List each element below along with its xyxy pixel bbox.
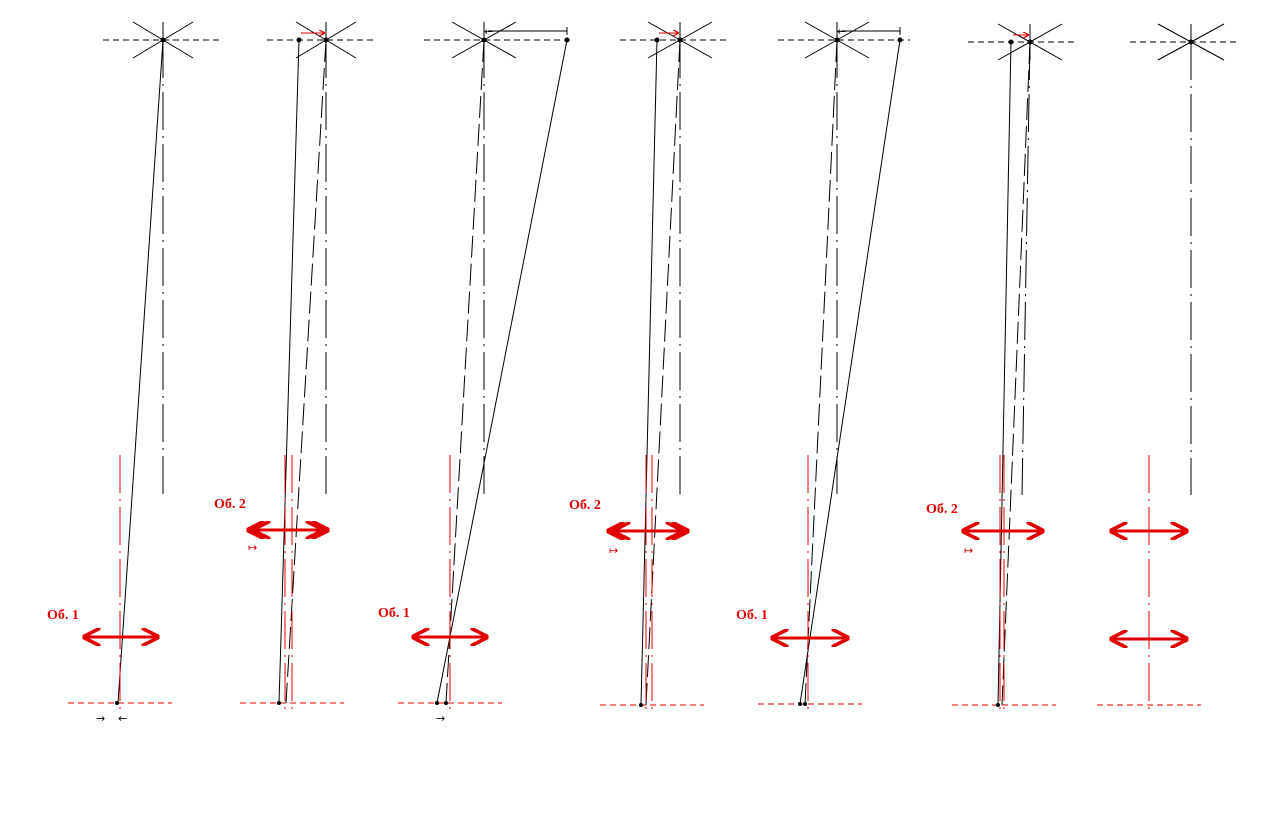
image-point <box>435 701 439 705</box>
star-source <box>620 21 728 59</box>
label-ob2: Об. 2 <box>926 502 958 517</box>
ray-dashed <box>285 39 327 704</box>
ray-dashed <box>1001 41 1031 706</box>
ray-dashed <box>445 39 485 704</box>
shift-arrow-left: ← <box>118 712 127 725</box>
shift-dimension-arrow: ← <box>484 25 493 38</box>
label-ob2: Об. 2 <box>214 497 246 512</box>
ray <box>436 39 568 704</box>
ray-dashed <box>645 39 681 706</box>
star-source <box>968 23 1076 61</box>
panel-2: Об. 2 ↦ <box>214 21 375 712</box>
image-point-2 <box>803 702 807 706</box>
panel-1: Об. 1 → ← <box>47 21 223 725</box>
panel-7 <box>1097 23 1238 714</box>
ray <box>799 39 901 705</box>
panel-3: ← Об. 1 → <box>378 21 574 725</box>
panel-6: Об. 2 ↦ <box>926 23 1076 714</box>
shift-dimension-arrow: ← <box>837 25 846 38</box>
image-point <box>798 702 802 706</box>
optical-axis <box>1021 41 1031 496</box>
ray <box>640 39 658 706</box>
shift-arrow-right: → <box>436 712 445 725</box>
star-source <box>424 21 574 59</box>
star-source <box>1130 23 1238 61</box>
image-point <box>639 703 643 707</box>
panel-4: Об. 2 ↦ <box>569 21 728 714</box>
ray <box>278 39 300 704</box>
ray <box>117 39 164 704</box>
shift-arrow-red: ↦ <box>248 541 257 554</box>
star-source <box>267 21 375 59</box>
image-point <box>277 701 281 705</box>
ray-dashed <box>804 39 838 705</box>
image-point-2 <box>444 701 448 705</box>
shift-arrow-red: ↦ <box>609 544 618 557</box>
shift-arrow-red: ↦ <box>964 544 973 557</box>
label-ob1: Об. 1 <box>378 606 410 621</box>
panel-5: ← Об. 1 <box>736 21 910 713</box>
image-point <box>996 703 1000 707</box>
image-point <box>115 701 119 705</box>
label-ob1: Об. 1 <box>47 608 79 623</box>
label-ob1: Об. 1 <box>736 608 768 623</box>
shift-arrow-right: → <box>96 712 105 725</box>
label-ob2: Об. 2 <box>569 498 601 513</box>
ray <box>997 41 1012 706</box>
